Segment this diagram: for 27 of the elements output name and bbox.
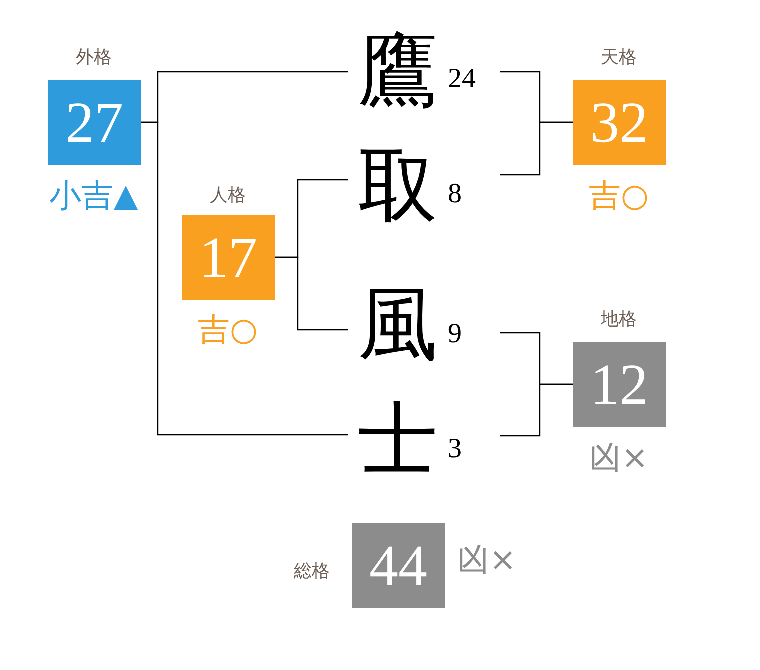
stroke-count: 24	[448, 64, 476, 96]
name-character: 風	[358, 281, 438, 369]
grade-label: 外格	[76, 47, 112, 69]
bracket-line	[500, 384, 573, 437]
grade-label: 人格	[210, 185, 246, 207]
fortune-rating: 小吉▲	[50, 178, 138, 214]
grade-label: 地格	[601, 309, 637, 331]
name-character: 鷹	[358, 28, 438, 116]
score-tile: 12	[573, 342, 666, 427]
stroke-count: 3	[448, 434, 462, 466]
bracket-line	[275, 256, 348, 331]
grade-label: 天格	[601, 47, 637, 69]
grade-label: 総格	[294, 561, 330, 583]
score-tile: 32	[573, 80, 666, 165]
name-character: 取	[358, 142, 438, 230]
score-tile: 17	[182, 215, 275, 300]
name-character: 士	[358, 396, 438, 484]
bracket-line	[141, 122, 348, 436]
fortune-rating: 吉○	[198, 312, 258, 348]
bracket-line	[500, 122, 573, 176]
fortune-rating: 凶×	[458, 542, 516, 578]
stroke-count: 8	[448, 180, 462, 210]
fortune-rating: 凶×	[590, 440, 648, 476]
fortune-rating: 吉○	[589, 178, 649, 214]
stroke-count: 9	[448, 320, 462, 350]
score-tile: 44	[352, 523, 445, 608]
score-tile: 27	[48, 80, 141, 165]
